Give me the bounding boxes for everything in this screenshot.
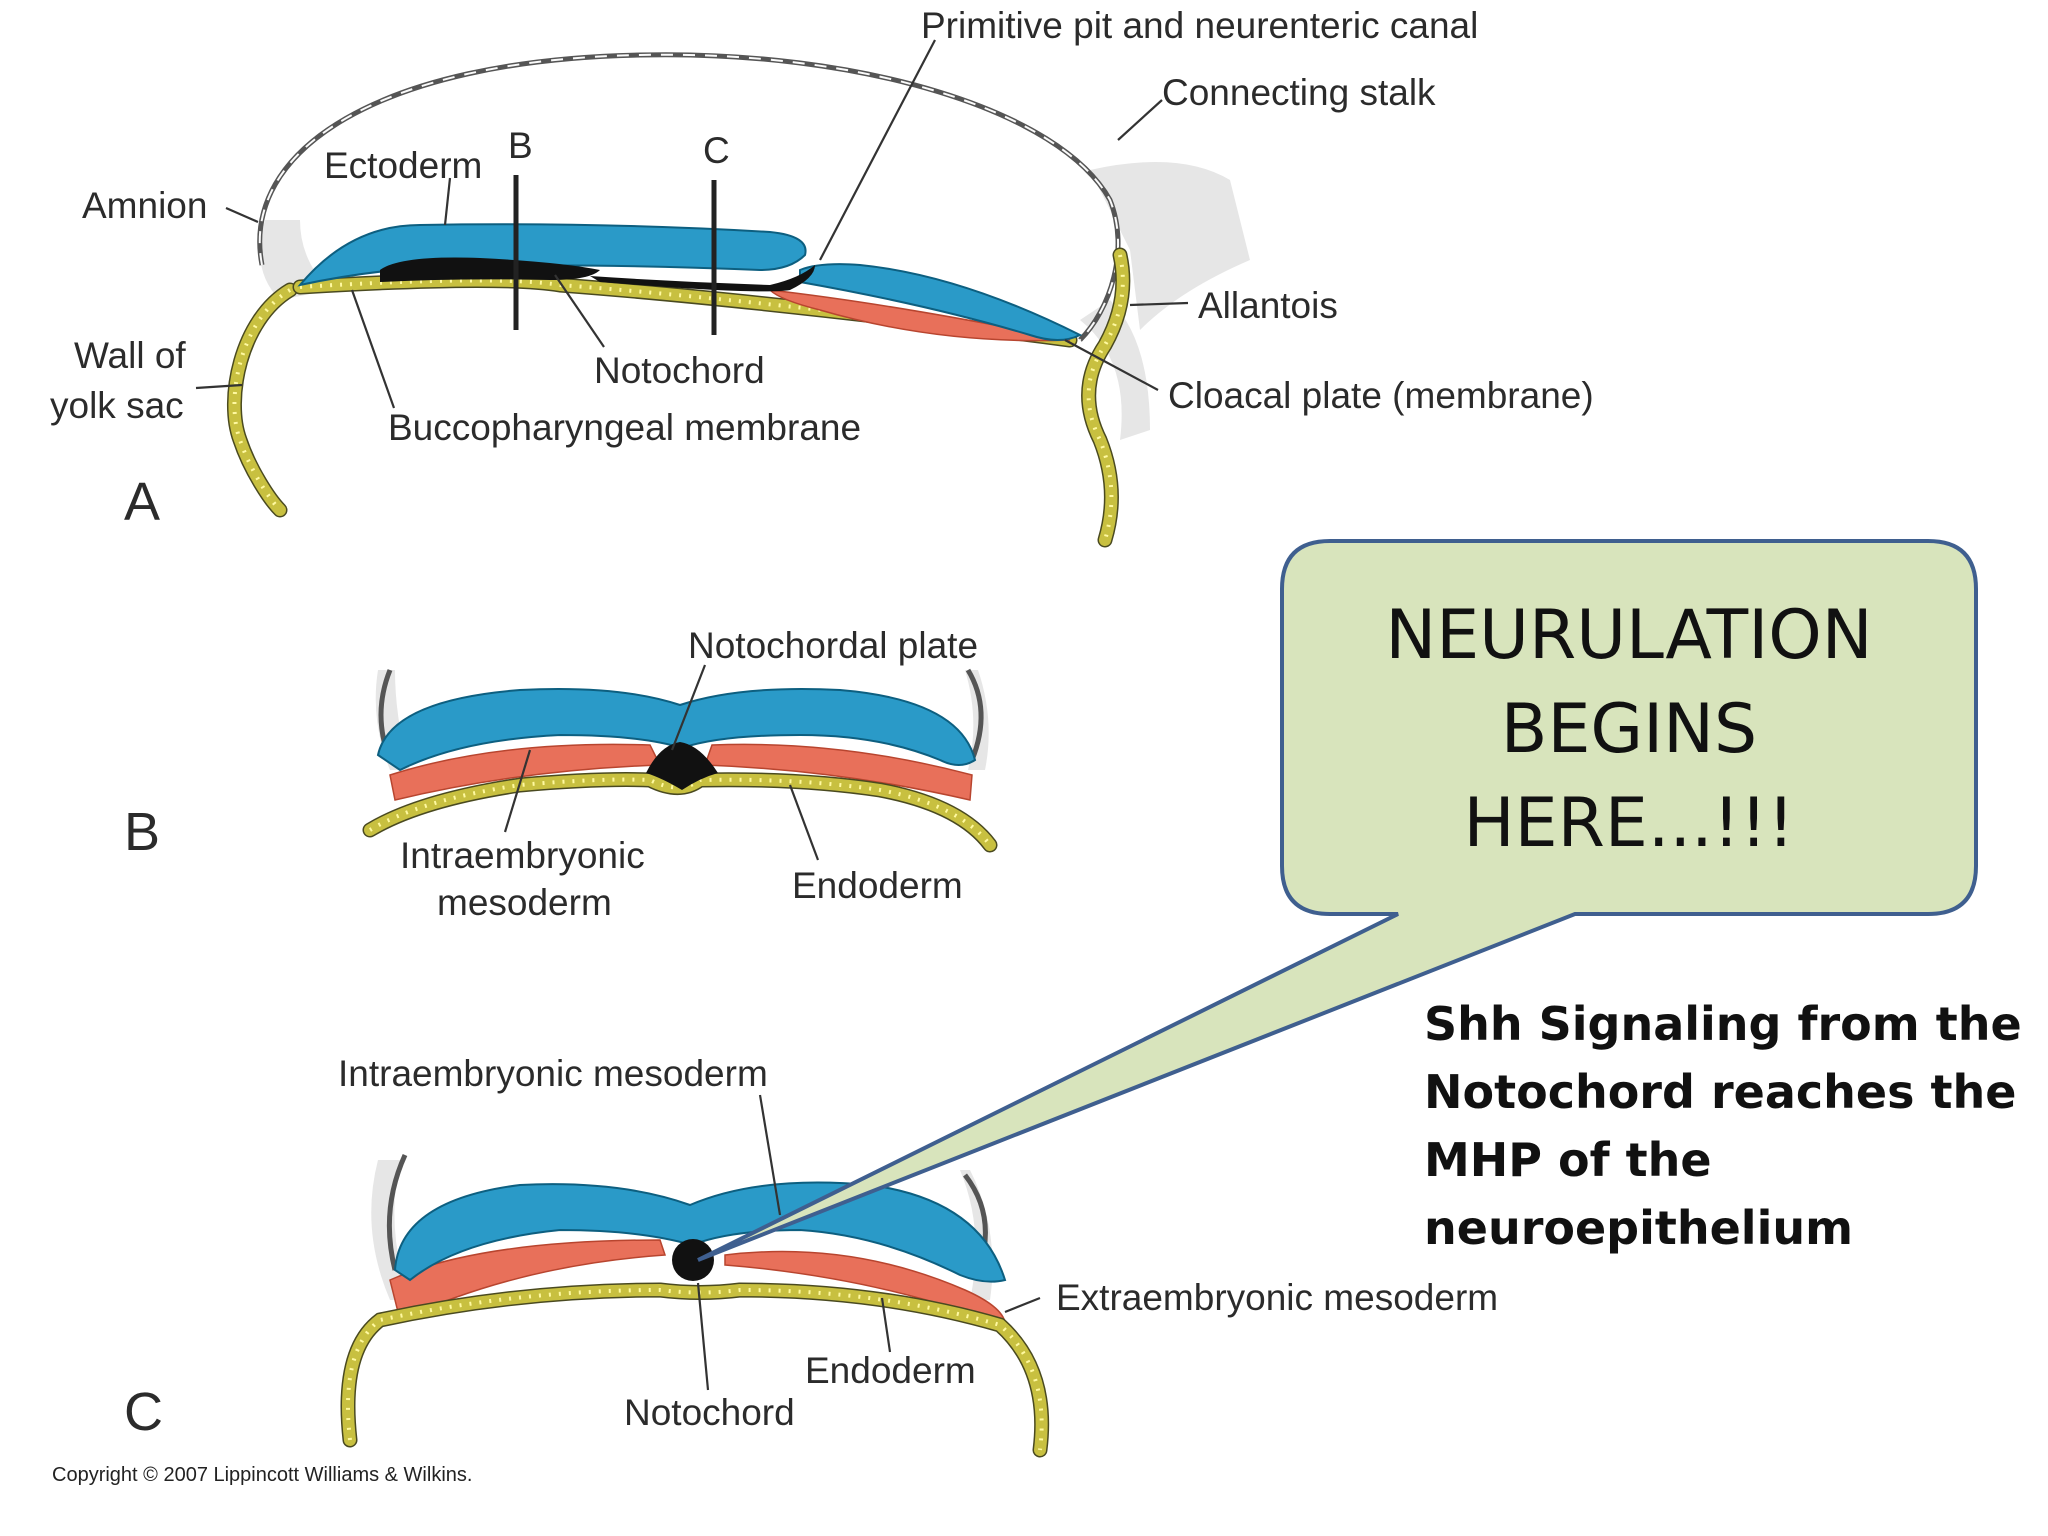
label-amnion: Amnion — [82, 185, 207, 226]
notochord-c — [672, 1239, 714, 1281]
callout-shape — [697, 539, 1978, 1262]
label-notochord-c: Notochord — [624, 1392, 795, 1433]
callout-bubble — [697, 539, 1978, 1262]
leader-primitive-pit — [819, 39, 936, 261]
right-stipple — [1080, 300, 1150, 440]
note-line-2: Notochord reaches the — [1424, 1065, 2016, 1119]
label-primitive-pit: Primitive pit and neurenteric canal — [921, 5, 1478, 46]
label-connecting-stalk: Connecting stalk — [1162, 72, 1436, 113]
label-intraembryonic-b-2: mesoderm — [437, 882, 612, 923]
label-allantois: Allantois — [1198, 285, 1338, 326]
label-wall-of-yolk-sac-1: Wall of — [74, 335, 186, 376]
neurenteric-canal — [590, 265, 815, 292]
label-section-b: B — [508, 125, 533, 166]
copyright-notice: Copyright © 2007 Lippincott Williams & W… — [52, 1464, 472, 1486]
leader-ectoderm — [443, 177, 452, 226]
leader-wall-of-yolk-sac — [195, 383, 243, 390]
leader-amnion — [225, 206, 259, 224]
leader-connecting-stalk — [1117, 99, 1163, 141]
panel-c-drawing — [340, 1094, 1050, 1458]
panel-b-drawing — [362, 664, 998, 861]
endoderm-b-dots — [368, 777, 992, 847]
panel-b-stipple-right — [965, 670, 989, 770]
label-cloacal-plate: Cloacal plate (membrane) — [1168, 375, 1594, 416]
leader-intraembryonic-c — [758, 1094, 782, 1216]
leader-buccopharyngeal — [350, 289, 396, 409]
leader-allantois — [1129, 301, 1189, 307]
label-intraembryonic-c: Intraembryonic mesoderm — [338, 1053, 768, 1094]
yolk-sac-wall-left — [228, 284, 296, 516]
label-wall-of-yolk-sac-2: yolk sac — [50, 385, 184, 426]
label-notochord-a: Notochord — [594, 350, 765, 391]
leader-endoderm-c — [880, 1297, 892, 1353]
ectoderm-a-caudal — [799, 263, 1083, 341]
leader-notochord-a — [554, 274, 605, 348]
amnion-b-right — [965, 668, 984, 761]
intraembryonic-mesoderm-c-left — [389, 1239, 667, 1322]
leader-intraembryonic-b — [503, 749, 532, 833]
leader-endoderm-b — [788, 784, 820, 861]
amnion-c-left — [386, 1153, 408, 1271]
label-notochordal-plate: Notochordal plate — [688, 625, 978, 666]
callout-line-1: NEURULATION — [1385, 596, 1872, 675]
panel-a-drawing — [195, 39, 1250, 548]
label-buccopharyngeal: Buccopharyngeal membrane — [388, 407, 861, 448]
mesoderm-a — [767, 289, 1071, 342]
amnion-membrane — [257, 52, 1121, 342]
label-endoderm-c: Endoderm — [805, 1350, 976, 1391]
note-line-4: neuroepithelium — [1424, 1201, 1853, 1255]
note-line-3: MHP of the — [1424, 1133, 1712, 1187]
leader-notochord-c — [696, 1282, 710, 1391]
leader-notochordal-plate — [670, 664, 707, 751]
panel-label-b: B — [124, 802, 160, 862]
note-line-1: Shh Signaling from the — [1424, 997, 2022, 1051]
label-extraembryonic: Extraembryonic mesoderm — [1056, 1277, 1498, 1318]
panel-label-a: A — [124, 472, 160, 532]
connecting-stalk-stipple — [1090, 162, 1250, 330]
intraembryonic-mesoderm-b-right — [703, 743, 973, 801]
notochordal-plate — [646, 742, 718, 790]
label-endoderm-b: Endoderm — [792, 865, 963, 906]
leader-cloacal-plate — [1064, 339, 1159, 391]
callout-line-3: HERE...!!! — [1464, 784, 1795, 863]
label-intraembryonic-b-1: Intraembryonic — [400, 835, 645, 876]
label-section-c: C — [703, 130, 730, 171]
panel-label-c: C — [124, 1382, 163, 1442]
label-ectoderm: Ectoderm — [324, 145, 482, 186]
leader-extraembryonic — [1004, 1296, 1041, 1314]
ectoderm-b — [376, 688, 977, 772]
notochord-a — [380, 257, 600, 282]
endoderm-c-dots — [346, 1287, 1044, 1451]
allantois — [1082, 249, 1129, 546]
ectoderm-c — [393, 1181, 1007, 1283]
callout-line-2: BEGINS — [1501, 690, 1757, 769]
